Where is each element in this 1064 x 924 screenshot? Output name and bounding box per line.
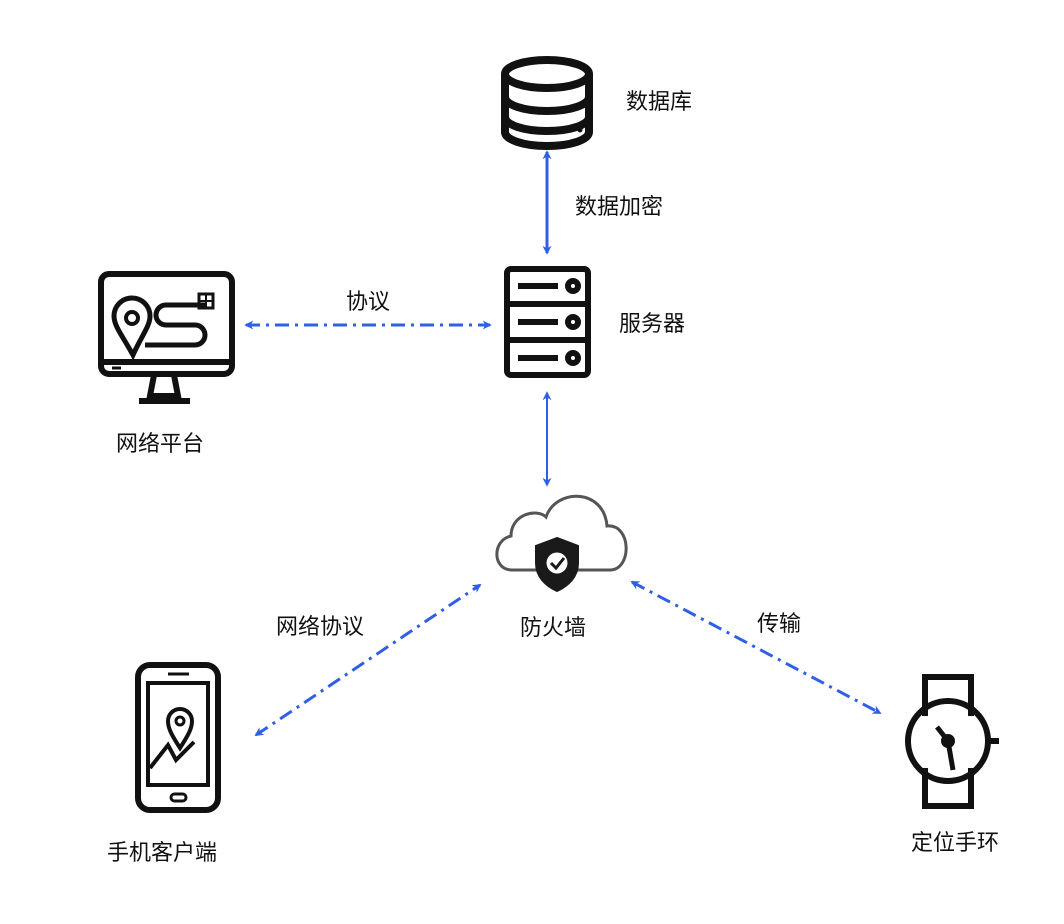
monitor-map-icon (98, 271, 235, 404)
server-icon (504, 266, 591, 378)
phone-firewall-arrow (254, 583, 482, 737)
platform-server-edge-label: 协议 (346, 290, 391, 315)
phone-label: 手机客户端 (107, 841, 218, 866)
database-icon (501, 56, 593, 150)
wristband-label: 定位手环 (911, 831, 1000, 856)
firewall-band-arrow (630, 580, 882, 715)
watch-icon (905, 674, 999, 809)
phone-map-icon (135, 662, 221, 813)
phone-firewall-edge-label: 网络协议 (276, 615, 365, 640)
firewall-band-edge-label: 传输 (757, 612, 802, 637)
cloud-shield-icon (495, 494, 628, 593)
database-label: 数据库 (626, 90, 693, 115)
platform-label: 网络平台 (116, 432, 205, 457)
server-label: 服务器 (619, 312, 686, 337)
db-server-edge-label: 数据加密 (575, 195, 664, 220)
firewall-label: 防火墙 (520, 616, 587, 641)
